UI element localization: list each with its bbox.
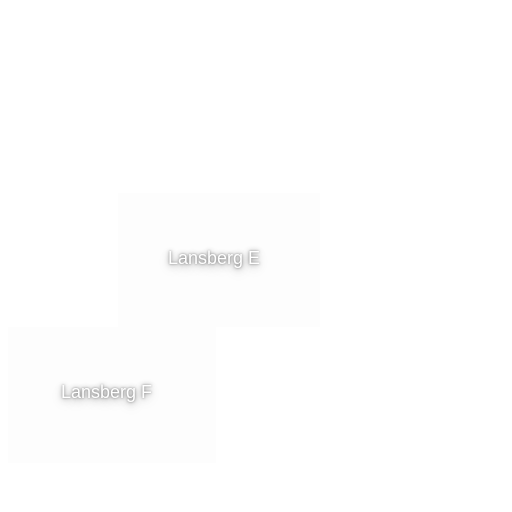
place-label-lansberg-f[interactable]: Lansberg F xyxy=(61,382,153,402)
map-tile-lansberg-e[interactable] xyxy=(118,193,320,327)
place-label-lansberg-e[interactable]: Lansberg E xyxy=(168,248,261,268)
map-tile-lansberg-f[interactable] xyxy=(8,327,216,463)
